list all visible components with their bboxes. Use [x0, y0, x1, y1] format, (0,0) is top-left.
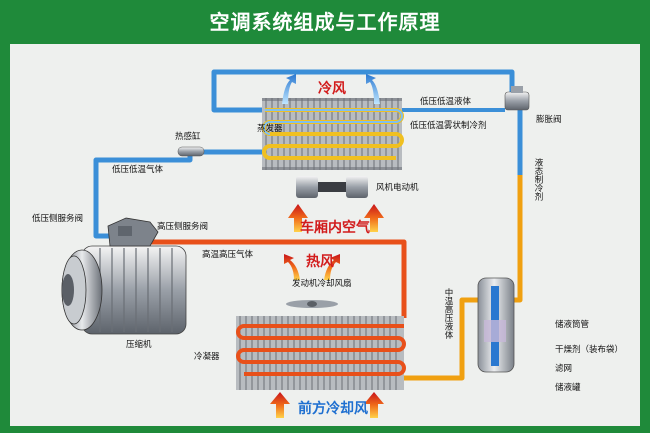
liquid-refrigerant-label: 液态制冷剂	[533, 158, 543, 201]
engine-fan-label: 发动机冷却风扇	[292, 279, 352, 289]
condenser	[236, 316, 406, 390]
low-temp-mist-label: 低压低温雾状制冷剂	[410, 121, 487, 131]
front-cooling-air-arrows	[270, 392, 384, 418]
hot-air-arrows	[284, 254, 340, 280]
low-pressure-top-line	[211, 69, 515, 113]
expansion-valve-label: 膨胀阀	[536, 115, 562, 125]
low-pressure-gas-label: 低压低温气体	[112, 165, 164, 175]
diagram-title: 空调系统组成与工作原理	[209, 10, 441, 34]
desiccant-label: 干燥剂（装布袋）	[555, 345, 624, 355]
high-side-valve-label: 高压侧服务阀	[157, 222, 209, 232]
receiver-drier-label: 储液罐	[555, 383, 581, 393]
high-temp-gas-label: 高温高压气体	[202, 250, 254, 260]
condenser-label: 冷凝器	[194, 352, 220, 362]
cabin-air-arrows	[288, 204, 384, 232]
blower-fan-motor	[296, 176, 368, 198]
front-cooling-air-label: 前方冷却风	[298, 401, 368, 417]
low-side-valve-label: 低压侧服务阀	[32, 214, 84, 224]
cold-air-label: 冷风	[318, 81, 346, 97]
thermal-bulb-label: 热感缸	[175, 132, 201, 142]
receiver-tube-label: 储液筒管	[555, 320, 590, 330]
engine-cooling-fan	[286, 300, 338, 308]
mid-temp-liquid-label: 中温高压液体	[443, 288, 453, 339]
filter-screen-label: 滤网	[555, 364, 573, 374]
evaporator-label: 蒸发器	[257, 124, 283, 134]
thermal-bulb	[177, 146, 205, 157]
evaporator	[262, 98, 404, 170]
condenser-outlet-line	[404, 297, 478, 381]
compressor-label: 压缩机	[126, 340, 152, 350]
cabin-air-label: 车厢内空气	[300, 220, 370, 236]
hot-air-label: 热风	[306, 254, 334, 270]
receiver-drier	[477, 277, 515, 373]
fan-motor-label: 风机电动机	[376, 183, 419, 193]
expansion-valve	[504, 86, 530, 111]
low-temp-liquid-label: 低压低温液体	[420, 97, 472, 107]
high-pressure-discharge-line	[147, 232, 407, 318]
compressor	[61, 217, 187, 335]
cold-air-arrows	[282, 74, 380, 104]
